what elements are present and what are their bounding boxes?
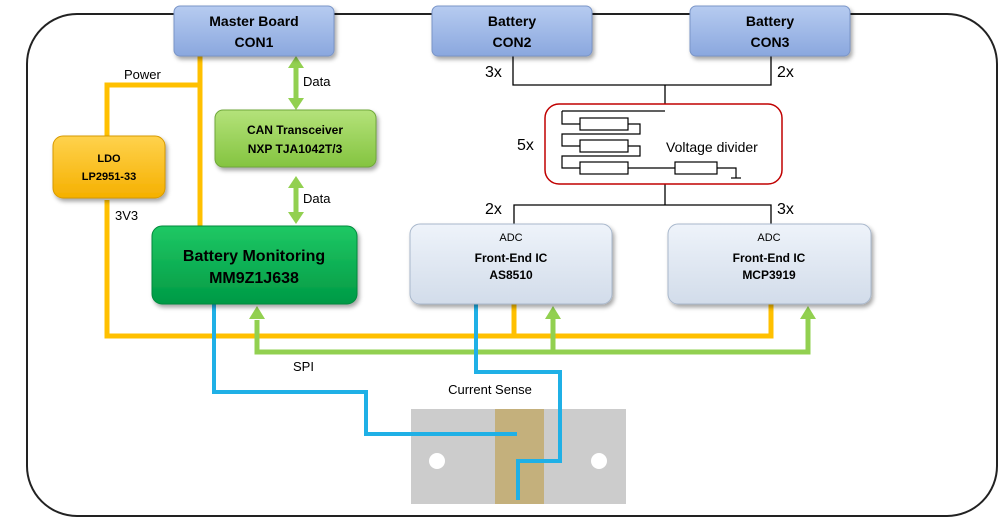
afe2-line1: Front-End IC bbox=[733, 251, 806, 265]
ldo-line2: LP2951-33 bbox=[82, 171, 136, 183]
can-line1: CAN Transceiver bbox=[247, 123, 343, 137]
connector-con2-line1: Battery bbox=[488, 13, 536, 29]
label-power: Power bbox=[124, 67, 162, 82]
connector-con3-line1: Battery bbox=[746, 13, 794, 29]
connector-con3-line2: CON3 bbox=[751, 34, 790, 50]
connector-master-board bbox=[173, 5, 335, 57]
can-line2: NXP TJA1042T/3 bbox=[248, 142, 343, 156]
label-spi: SPI bbox=[293, 359, 314, 374]
label-afe2-mult: 3x bbox=[777, 201, 794, 218]
afe2-line0: ADC bbox=[757, 232, 780, 244]
afe-as8510-block bbox=[409, 223, 613, 305]
label-con3-mult: 2x bbox=[777, 64, 794, 81]
connector-con2-line2: CON2 bbox=[493, 34, 532, 50]
ldo-block bbox=[52, 135, 166, 199]
bms-line1: Battery Monitoring bbox=[183, 248, 325, 265]
afe-mcp3919-block bbox=[667, 223, 872, 305]
shunt-mount-hole-left bbox=[429, 453, 445, 469]
current-sense-shunt bbox=[411, 409, 626, 504]
connector-master-line2: CON1 bbox=[235, 34, 274, 50]
afe1-line1: Front-End IC bbox=[475, 251, 548, 265]
label-afe1-mult: 2x bbox=[485, 201, 502, 218]
can-transceiver-block bbox=[214, 109, 377, 168]
label-data-bottom: Data bbox=[303, 191, 331, 206]
ldo-line1: LDO bbox=[97, 153, 121, 165]
afe1-line2: AS8510 bbox=[489, 268, 533, 282]
bms-line2: MM9Z1J638 bbox=[209, 270, 299, 287]
label-voltage-divider: Voltage divider bbox=[666, 139, 758, 155]
data-wires bbox=[254, 66, 811, 355]
power-wires bbox=[104, 56, 774, 339]
connector-master-line1: Master Board bbox=[209, 13, 298, 29]
connector-battery-con3 bbox=[689, 5, 851, 57]
voltage-divider bbox=[544, 103, 783, 185]
connector-battery-con2 bbox=[431, 5, 593, 57]
label-3v3: 3V3 bbox=[115, 208, 138, 223]
label-data-top: Data bbox=[303, 74, 331, 89]
label-divider-mult: 5x bbox=[517, 137, 534, 154]
afe1-line0: ADC bbox=[499, 232, 522, 244]
label-current-sense: Current Sense bbox=[448, 382, 532, 397]
shunt-mount-hole-right bbox=[591, 453, 607, 469]
spi-wires bbox=[212, 304, 562, 500]
data-arrowheads bbox=[249, 56, 816, 319]
label-con2-mult: 3x bbox=[485, 64, 502, 81]
voltage-divider-outline bbox=[544, 103, 783, 185]
afe2-line2: MCP3919 bbox=[742, 268, 796, 282]
battery-monitoring-block bbox=[151, 225, 358, 305]
